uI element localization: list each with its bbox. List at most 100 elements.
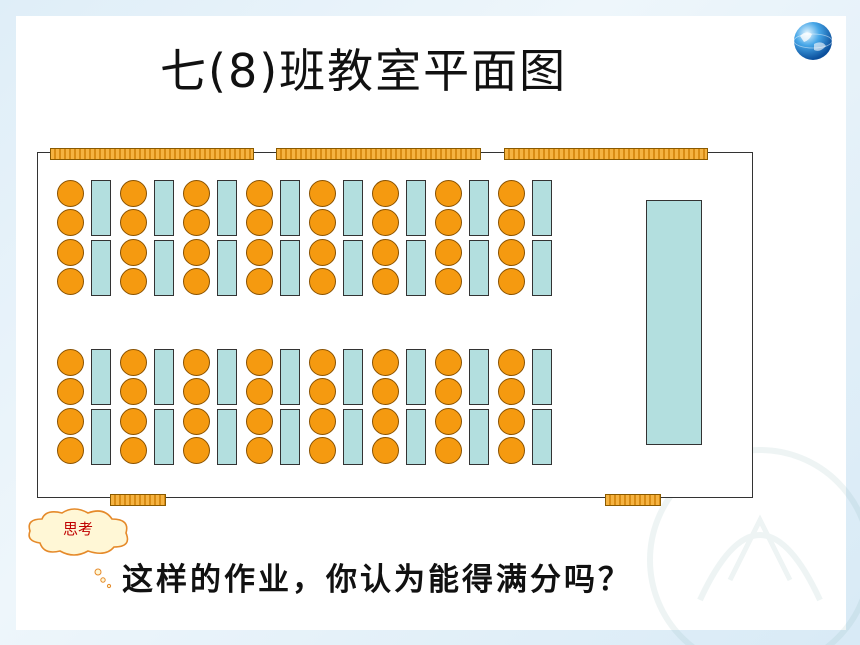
desk bbox=[406, 349, 426, 405]
stool bbox=[246, 437, 273, 464]
stool bbox=[120, 180, 147, 207]
stool bbox=[183, 239, 210, 266]
window-1 bbox=[50, 148, 254, 160]
stool bbox=[309, 408, 336, 435]
stool bbox=[309, 180, 336, 207]
desk bbox=[343, 349, 363, 405]
stool bbox=[498, 408, 525, 435]
desk bbox=[532, 349, 552, 405]
stool bbox=[498, 239, 525, 266]
stool bbox=[57, 268, 84, 295]
stool bbox=[372, 239, 399, 266]
stool bbox=[435, 378, 462, 405]
stool bbox=[57, 180, 84, 207]
desk bbox=[280, 180, 300, 236]
desk bbox=[469, 180, 489, 236]
stool bbox=[246, 268, 273, 295]
stool bbox=[246, 378, 273, 405]
stool bbox=[120, 239, 147, 266]
stool bbox=[120, 349, 147, 376]
stool bbox=[120, 209, 147, 236]
stool bbox=[435, 408, 462, 435]
stool bbox=[435, 349, 462, 376]
stool bbox=[120, 437, 147, 464]
desk bbox=[532, 409, 552, 465]
stool bbox=[435, 437, 462, 464]
teacher-platform bbox=[646, 200, 702, 445]
desk bbox=[343, 409, 363, 465]
desk bbox=[154, 180, 174, 236]
stool bbox=[498, 378, 525, 405]
stool bbox=[57, 437, 84, 464]
stool bbox=[246, 349, 273, 376]
desk bbox=[343, 180, 363, 236]
stool bbox=[120, 268, 147, 295]
stool bbox=[120, 378, 147, 405]
desk bbox=[469, 349, 489, 405]
stool bbox=[183, 437, 210, 464]
stool bbox=[309, 437, 336, 464]
stool bbox=[498, 268, 525, 295]
stool bbox=[435, 180, 462, 207]
stool bbox=[372, 349, 399, 376]
desk bbox=[217, 349, 237, 405]
stool bbox=[435, 268, 462, 295]
stool bbox=[498, 209, 525, 236]
stool bbox=[372, 437, 399, 464]
page-title: 七(8)班教室平面图 bbox=[160, 44, 568, 98]
stool bbox=[498, 349, 525, 376]
stool bbox=[57, 378, 84, 405]
stool bbox=[435, 209, 462, 236]
desk bbox=[406, 240, 426, 296]
desk bbox=[91, 240, 111, 296]
stool bbox=[246, 408, 273, 435]
desk bbox=[91, 180, 111, 236]
stool bbox=[372, 408, 399, 435]
stool bbox=[246, 209, 273, 236]
question-text: 这样的作业，你认为能得满分吗？ bbox=[122, 562, 632, 598]
desk bbox=[469, 240, 489, 296]
desk bbox=[406, 180, 426, 236]
stool bbox=[57, 209, 84, 236]
desk bbox=[154, 409, 174, 465]
cloud-icon bbox=[28, 508, 129, 556]
stool bbox=[57, 239, 84, 266]
stool bbox=[183, 349, 210, 376]
desk bbox=[469, 409, 489, 465]
stool bbox=[183, 378, 210, 405]
stool bbox=[309, 239, 336, 266]
watermark-decoration bbox=[647, 447, 860, 645]
stool bbox=[183, 408, 210, 435]
stool bbox=[183, 180, 210, 207]
stool bbox=[246, 180, 273, 207]
stool bbox=[183, 209, 210, 236]
window-2 bbox=[276, 148, 481, 160]
stool bbox=[183, 268, 210, 295]
desk bbox=[280, 349, 300, 405]
desk bbox=[406, 409, 426, 465]
desk bbox=[91, 409, 111, 465]
stool bbox=[372, 209, 399, 236]
desk bbox=[343, 240, 363, 296]
stool bbox=[309, 349, 336, 376]
door-1 bbox=[110, 494, 166, 506]
desk bbox=[154, 240, 174, 296]
stool bbox=[309, 268, 336, 295]
stool bbox=[246, 239, 273, 266]
thought-dots-icon bbox=[94, 568, 112, 589]
desk bbox=[91, 349, 111, 405]
desk bbox=[217, 409, 237, 465]
desk bbox=[217, 240, 237, 296]
stool bbox=[57, 408, 84, 435]
desk bbox=[532, 240, 552, 296]
desk bbox=[280, 240, 300, 296]
think-badge-label: 思考 bbox=[62, 520, 93, 538]
stool bbox=[372, 378, 399, 405]
desk bbox=[532, 180, 552, 236]
door-2 bbox=[605, 494, 661, 506]
desk bbox=[280, 409, 300, 465]
stool bbox=[309, 209, 336, 236]
stool bbox=[57, 349, 84, 376]
stool bbox=[498, 180, 525, 207]
stool bbox=[120, 408, 147, 435]
